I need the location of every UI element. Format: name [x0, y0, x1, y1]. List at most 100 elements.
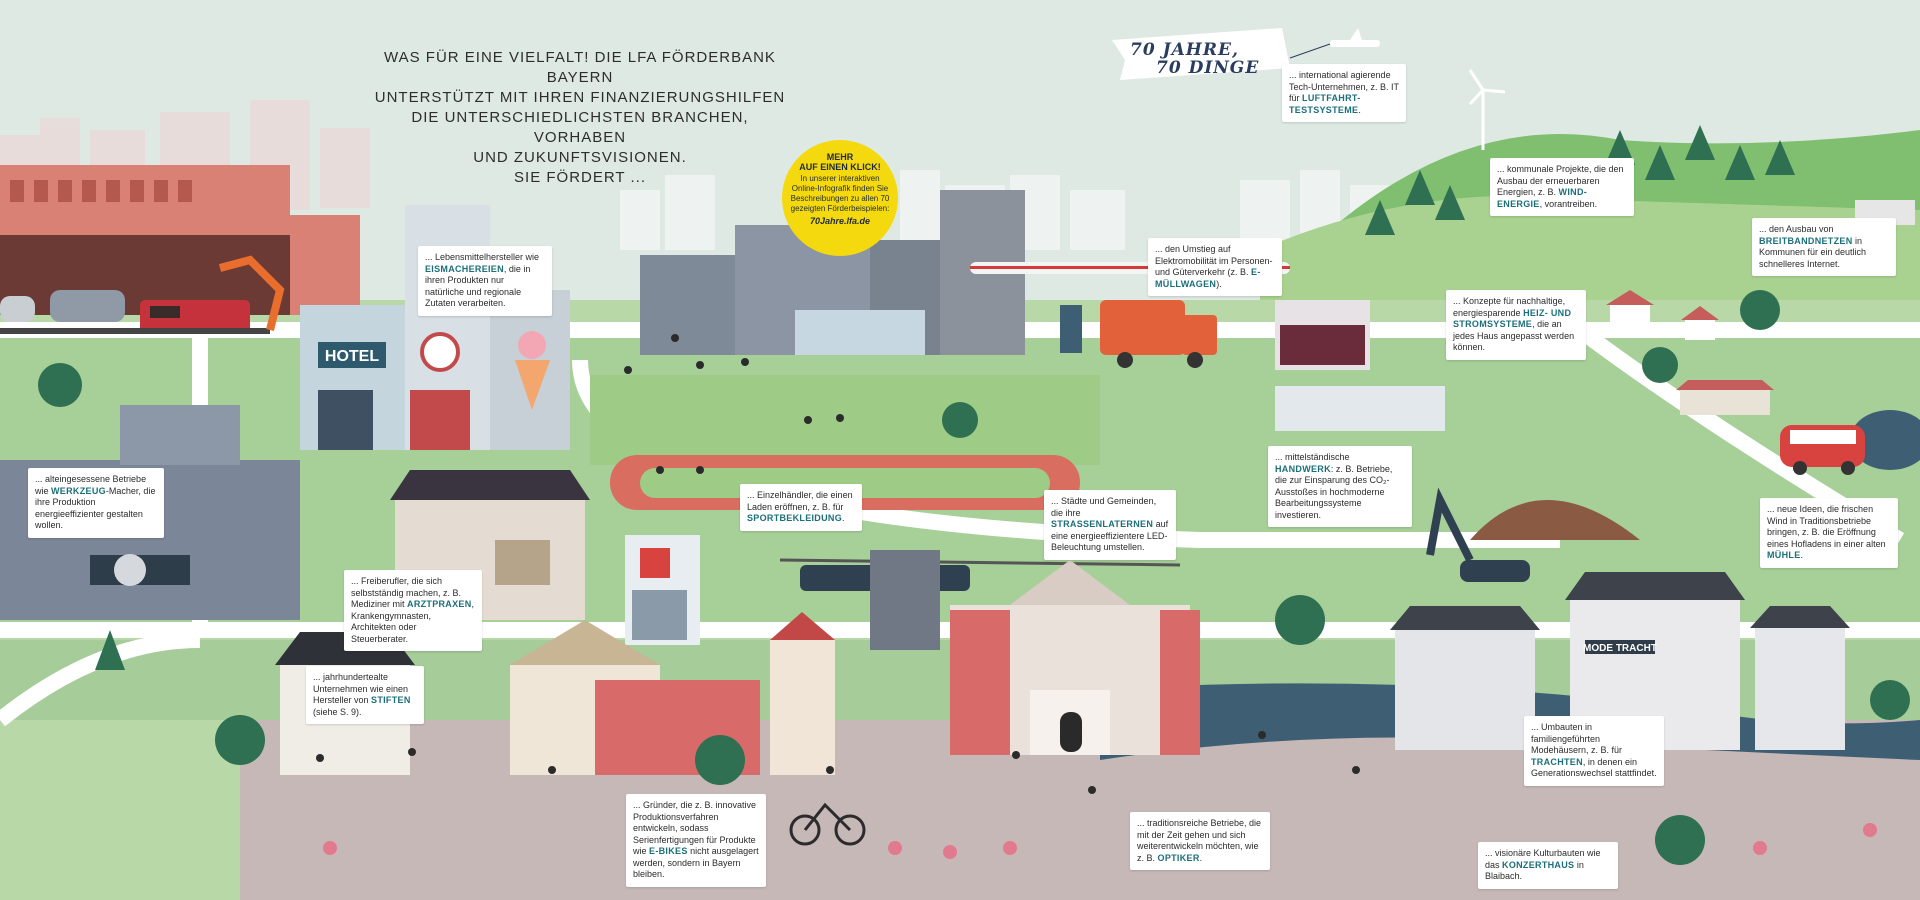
info-card: ... Einzelhändler, die einen Laden eröff… — [740, 484, 862, 531]
cable-car — [779, 550, 1181, 650]
card-text: ... Einzelhändler, die einen Laden eröff… — [747, 490, 853, 512]
card-text-end: ). — [1216, 278, 1222, 289]
info-card: ... den Umstieg auf Elektromobilität im … — [1148, 238, 1282, 296]
basket-icon — [420, 332, 460, 372]
card-highlight: KONZERTHAUS — [1502, 859, 1575, 870]
info-card: ... visionäre Kulturbauten wie das KONZE… — [1478, 842, 1618, 889]
card-highlight: MÜHLE — [1767, 550, 1801, 560]
card-highlight: STRASSENLATERNEN — [1051, 519, 1154, 529]
promo-body: In unserer interaktiven Online-Infografi… — [790, 174, 890, 213]
card-text-end: nicht ausgelagert werden, sondern in Bay… — [633, 846, 759, 879]
card-text-end: , vorantreiben. — [1539, 198, 1598, 209]
info-card: ... Freiberufler, die sich selbstständig… — [344, 570, 482, 651]
card-highlight: STIFTEN — [371, 695, 411, 705]
card-highlight: SPORTBEKLEIDUNG — [747, 513, 843, 523]
flowers — [323, 823, 1877, 859]
promo-heading-1: MEHR — [826, 152, 854, 162]
headline-line: WAS FÜR EINE VIELFALT! DIE LFA FÖRDERBAN… — [384, 49, 776, 86]
shop-sign: MODE TRACHT — [1583, 643, 1657, 654]
card-text-end: . — [1800, 550, 1804, 560]
excavator-arm — [218, 255, 285, 331]
freight-train — [0, 290, 270, 334]
card-highlight: EISMACHEREIEN — [425, 263, 504, 274]
anniversary-banner — [1112, 28, 1290, 80]
card-highlight: OPTIKER — [1157, 852, 1200, 863]
promo-badge[interactable]: MEHR AUF EINEN KLICK! In unserer interak… — [782, 140, 898, 256]
anniversary-banner-text: 70 JAHRE, 70 DINGE — [1118, 34, 1288, 94]
card-text: ... alteingesessene Betriebe wie — [35, 474, 147, 496]
airplane-icon — [1330, 28, 1380, 47]
card-highlight: TRACHTEN — [1531, 756, 1583, 767]
ice-cream-icon — [515, 360, 550, 410]
promo-heading-2: AUF EINEN KLICK! — [799, 162, 881, 172]
headline-line: SIE FÖRDERT ... — [514, 169, 646, 186]
card-text-end: in Blaibach. — [1485, 859, 1584, 882]
card-highlight: E-MÜLLWAGEN — [1155, 267, 1261, 289]
card-highlight: LUFTFAHRT-TESTSYSTEME — [1289, 93, 1361, 115]
info-card: ... alteingesessene Betriebe wie WERKZEU… — [28, 468, 164, 538]
info-card: ... neue Ideen, die frischen Wind in Tra… — [1760, 498, 1898, 568]
headline-line: DIE UNTERSCHIEDLICHSTEN BRANCHEN, VORHAB… — [411, 109, 749, 146]
card-text: ... den Ausbau von — [1759, 224, 1834, 234]
banner-line-2: 70 DINGE — [1156, 58, 1260, 78]
info-card: ... den Ausbau von BREITBANDNETZEN in Ko… — [1752, 218, 1896, 276]
card-text: ... Lebensmittelhersteller wie — [425, 252, 540, 262]
card-text: ... traditionsreiche Betriebe, die mit d… — [1137, 818, 1262, 863]
card-text: ... Freiberufler, die sich selbstständig… — [351, 576, 462, 609]
card-text: ... neue Ideen, die frischen Wind in Tra… — [1767, 504, 1886, 549]
card-highlight: ARZTPRAXEN — [407, 599, 472, 609]
card-text-end: . — [1358, 104, 1361, 115]
card-highlight: BREITBANDNETZEN — [1759, 235, 1853, 246]
card-text: ... visionäre Kulturbauten wie das — [1485, 848, 1601, 870]
card-text-end: auf eine energieeffizientere LED-Beleuch… — [1051, 519, 1169, 552]
card-text: ... Konzepte für nachhaltige, energiespa… — [1453, 296, 1566, 318]
card-text-end: (siehe S. 9). — [313, 706, 362, 717]
sports-field — [590, 375, 1100, 510]
e-garbage-truck — [1060, 300, 1217, 368]
card-text: ... international agierende Tech-Unterne… — [1289, 70, 1399, 103]
card-text-end: , Krankengymnasten, Architekten oder Ste… — [351, 599, 475, 644]
card-text: ... mittelständische — [1275, 452, 1350, 462]
card-text-end: , in denen ein Generationswechsel stattf… — [1531, 756, 1657, 779]
card-text: ... Städte und Gemeinden, die ihre — [1051, 496, 1157, 518]
red-van — [1780, 425, 1865, 475]
excavator — [1426, 487, 1640, 582]
card-text-end: : z. B. Betriebe, die zur Einsparung des… — [1275, 463, 1393, 520]
headline-line: UNTERSTÜTZT MIT IHREN FINANZIERUNGSHILFE… — [374, 89, 786, 106]
info-card: ... Lebensmittelhersteller wie EISMACHER… — [418, 246, 552, 316]
banner-line-1: 70 JAHRE, — [1130, 40, 1239, 60]
card-highlight: WIND-ENERGIE — [1497, 187, 1588, 209]
headline: WAS FÜR EINE VIELFALT! DIE LFA FÖRDERBAN… — [370, 48, 790, 188]
info-card: ... kommunale Projekte, die den Ausbau d… — [1490, 158, 1634, 216]
card-text-end: . — [842, 513, 845, 523]
card-text-end: . — [1199, 852, 1203, 863]
promo-url[interactable]: 70Jahre.lfa.de — [809, 216, 871, 226]
info-card: ... international agierende Tech-Unterne… — [1282, 64, 1406, 122]
card-highlight: WERKZEUG — [51, 485, 106, 496]
info-card: ... jahrhundertealte Unternehmen wie ein… — [306, 666, 424, 724]
wind-turbine-icon — [1468, 69, 1506, 150]
info-card: ... traditionsreiche Betriebe, die mit d… — [1130, 812, 1270, 870]
card-text: ... jahrhundertealte Unternehmen wie ein… — [313, 672, 409, 705]
village-houses — [1606, 200, 1915, 415]
card-highlight: E-BIKES — [649, 846, 688, 856]
card-text: ... Umbauten in familiengeführten Modehä… — [1531, 722, 1623, 755]
info-card: ... Umbauten in familiengeführten Modehä… — [1524, 716, 1664, 786]
card-text-end: , die in ihren Produkten nur natürliche … — [425, 263, 531, 309]
info-card: ... Konzepte für nachhaltige, energiespa… — [1446, 290, 1586, 360]
pencil-factory — [510, 612, 835, 775]
card-text: ... Gründer, die z. B. innovative Produk… — [633, 800, 757, 856]
card-highlight: HEIZ- UND STROMSYSTEME — [1453, 307, 1572, 330]
bicycle-icon — [789, 802, 866, 846]
trees — [38, 125, 1910, 865]
headline-line: UND ZUKUNFTSVISIONEN. — [473, 149, 687, 166]
card-text-end: , die an jedes Haus angepasst werden kön… — [1453, 319, 1575, 352]
pharmacy — [625, 535, 700, 645]
info-card: ... mittelständische HANDWERK: z. B. Bet… — [1268, 446, 1412, 527]
card-text: ... den Umstieg auf Elektromobilität im … — [1155, 244, 1273, 277]
palace — [950, 560, 1200, 755]
card-text-end: -Macher, die ihre Produktion energieeffi… — [35, 485, 156, 531]
card-text-end: in Kommunen für ein deutlich schnelleres… — [1759, 235, 1867, 269]
card-text: ... kommunale Projekte, die den Ausbau d… — [1497, 164, 1624, 197]
